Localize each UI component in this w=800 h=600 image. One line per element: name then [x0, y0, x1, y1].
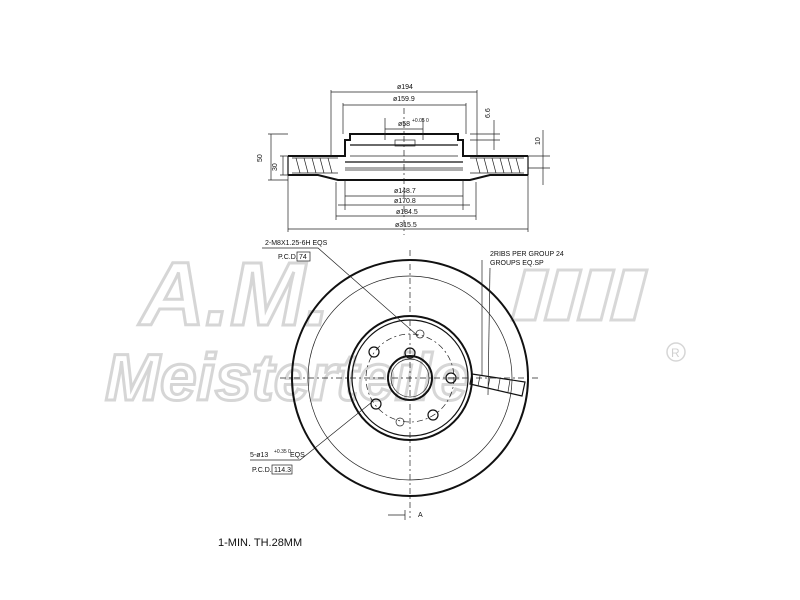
thread-hole: [395, 417, 405, 427]
watermark: A.M. Meisterteile R: [104, 244, 686, 416]
ribs-callout-line2: GROUPS EQ.SP: [490, 260, 544, 267]
thread-pcd-value: 74: [299, 254, 307, 261]
dim-center-bore-tolerance: +0.05 0: [412, 118, 429, 124]
dim-outer-diameter: ø315.5: [395, 222, 417, 229]
dim-d3: ø184.5: [396, 209, 418, 216]
ribs-callout-line1: 2RIBS PER GROUP 24: [490, 251, 564, 258]
vanes-left: [292, 157, 338, 174]
bolt-hole: [427, 409, 439, 421]
bolt-hole: [370, 398, 382, 410]
leader-lines: [250, 247, 491, 520]
dim-disc-thickness-left: 30: [272, 163, 279, 171]
bolt-hole: [368, 346, 380, 358]
thread-pcd-box: [296, 251, 311, 262]
registered-mark-letter: R: [671, 346, 680, 360]
holes-tolerance: +0.35 0: [274, 449, 291, 455]
section-view: ø194 ø159.9 ø58 +0.05 0 6.6 10 50 30 ø14…: [257, 84, 550, 235]
dim-hat-inner-diameter: ø159.9: [393, 96, 415, 103]
holes-callout: 5-ø13: [250, 452, 268, 459]
watermark-brand-text: Meisterteile: [105, 340, 468, 414]
dim-d2: ø170.8: [394, 198, 416, 205]
thread-hole: [415, 329, 425, 339]
note-min-thickness: 1-MIN. TH.28MM: [218, 537, 302, 549]
rib-detail: [469, 373, 526, 397]
dim-d1: ø148.7: [394, 188, 416, 195]
holes-pcd-label: P.C.D.: [252, 467, 272, 474]
vanes-right: [470, 157, 524, 174]
thread-callout: 2-M8X1.25-6H EQS: [265, 240, 328, 247]
dim-center-bore: ø58: [398, 121, 410, 128]
dimension-lines: [268, 90, 550, 232]
disc-bottom-outline: [288, 174, 528, 181]
dim-total-height: 50: [257, 154, 264, 162]
holes-pcd-value: 114.3: [274, 467, 291, 474]
front-view: 2-M8X1.25-6H EQS P.C.D. 74 2RIBS PER GRO…: [250, 240, 564, 520]
dim-disc-thickness-right: 10: [535, 137, 542, 145]
thread-pcd-label: P.C.D.: [278, 254, 298, 261]
dim-hat-depth: 6.6: [485, 108, 492, 118]
bolt-hole: [445, 372, 457, 384]
holes-pcd-box: [271, 464, 293, 475]
dim-outer-hat-diameter: ø194: [397, 84, 413, 91]
watermark-stripes: [510, 268, 649, 322]
hat-top-outline: [288, 133, 528, 157]
holes-suffix: EQS: [290, 452, 305, 459]
center-bore-section: [394, 139, 416, 147]
section-marker: A: [418, 512, 423, 519]
registered-mark-circle: [666, 342, 686, 362]
